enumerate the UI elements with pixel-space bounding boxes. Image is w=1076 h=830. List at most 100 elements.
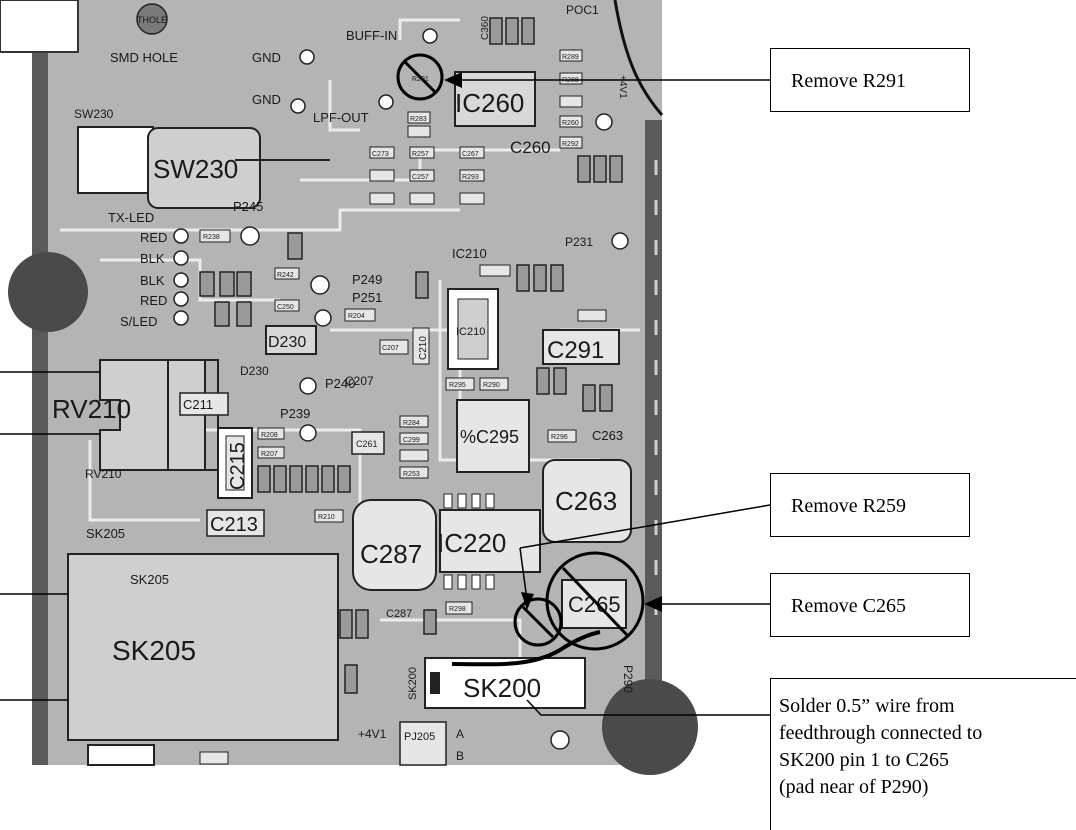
label-rv210: RV210 [52,394,131,424]
label-c267: C267 [462,151,479,158]
label-4v1-top: +4V1 [617,75,628,99]
label-sk205: SK205 [112,635,196,666]
ic210-inner [457,298,489,360]
label-p290: P290 [621,665,635,693]
board-cutout [0,0,79,53]
label-d230-small: D230 [240,364,269,378]
r291-removal-circle [396,53,444,101]
right-caps [536,367,613,412]
ic260-body [454,71,536,127]
r261-pad [577,309,607,322]
sw230-body [77,126,154,194]
label-c360: C360 [480,16,491,40]
label-c263-small: C263 [592,428,623,443]
label-red-2: RED [140,293,167,308]
r259-removal-circle [513,597,563,647]
label-r242: R242 [277,272,294,279]
sw230-knob [147,127,261,209]
callout-r291-text: Remove R291 [791,70,906,92]
c215-pads [257,427,285,459]
pj205-body [399,721,447,766]
label-r295: R295 [449,382,466,389]
label-d230: D230 [268,334,306,351]
callout-arrows [456,79,771,716]
callout-r259-text: Remove R259 [791,495,906,517]
callout-wire-line-2: feedthrough connected to [779,722,983,744]
label-pj205: PJ205 [404,731,435,743]
label-b: B [456,749,464,763]
label-tx-led: TX-LED [108,210,154,225]
r286-pad [479,264,511,277]
sk-caps [339,609,437,694]
label-r284: R284 [403,420,420,427]
label-c299: C299 [403,437,420,444]
c207-pad [379,339,409,355]
label-sk200-small: SK200 [407,667,419,700]
label-p245: P245 [233,199,263,214]
c263-body [542,459,632,543]
left-notch [8,252,88,332]
r298-pad [445,601,473,615]
label-c213: C213 [210,514,258,536]
label-r293: R293 [462,174,479,181]
c295-pads [399,415,577,479]
r204-pad [344,308,376,322]
r291-removal-slash [403,60,437,94]
label-sk205-small: SK205 [86,526,125,541]
label-ic220: IC220 [437,528,506,558]
sk205-body [67,553,339,741]
c211-body [179,392,229,416]
c295-body [456,399,530,473]
small-resistors [369,49,583,205]
d230-body [265,325,317,355]
callout-solder-wire: Solder 0.5” wire from feedthrough connec… [770,678,1076,830]
label-c287: C287 [360,539,422,569]
ic210-caps [415,264,564,299]
c265-body [561,579,627,629]
label-c273: C273 [372,151,389,158]
label-ic210: IC210 [452,246,487,261]
label-c211: C211 [183,397,213,412]
label-r283: R283 [410,116,427,123]
label-poc1: POC1 [566,3,599,17]
sk200-body [424,657,586,709]
callout-c265-text: Remove C265 [791,595,906,617]
label-4v1-bottom: +4V1 [358,727,387,741]
label-sw230-small: SW230 [74,107,114,121]
callout-arrowheads [444,72,662,612]
label-c261: C261 [356,439,378,449]
label-c295: %C295 [460,427,519,447]
sk200-pin1 [430,672,440,694]
label-thole: THOLE [137,15,167,25]
label-c287-small: C287 [386,608,412,620]
label-ic210-chip: IC210 [456,326,485,338]
label-c265: C265 [568,592,621,617]
label-r238: R238 [203,234,220,241]
c291-body [542,329,620,365]
ic220-body [439,509,541,573]
ic220-pins [443,493,495,590]
label-sk205-inner: SK205 [130,572,169,587]
label-p249: P249 [352,272,382,287]
label-a: A [456,727,464,741]
c213-caps [257,465,351,493]
label-s-led: S/LED [120,314,158,329]
callout-wire-line-3: SK200 pin 1 to C265 [779,749,950,771]
label-buff-in: BUFF-IN [346,28,397,43]
label-r207: R207 [261,451,278,458]
label-r210: R210 [318,514,335,521]
arc-trace [613,0,664,116]
callout-wire-line-4: (pad near of P290) [779,776,929,798]
bottom-pad-block [87,744,155,766]
r242-pad [274,267,300,280]
wire-path [451,630,601,667]
bottom-resistor [199,751,229,765]
label-c291: C291 [547,337,604,364]
label-r296: R296 [551,434,568,441]
right-notch [602,679,698,775]
label-blk-2: BLK [140,273,165,288]
label-p239: P239 [280,406,310,421]
label-gnd-2: GND [252,92,281,107]
label-smd-hole: SMD HOLE [110,50,178,65]
